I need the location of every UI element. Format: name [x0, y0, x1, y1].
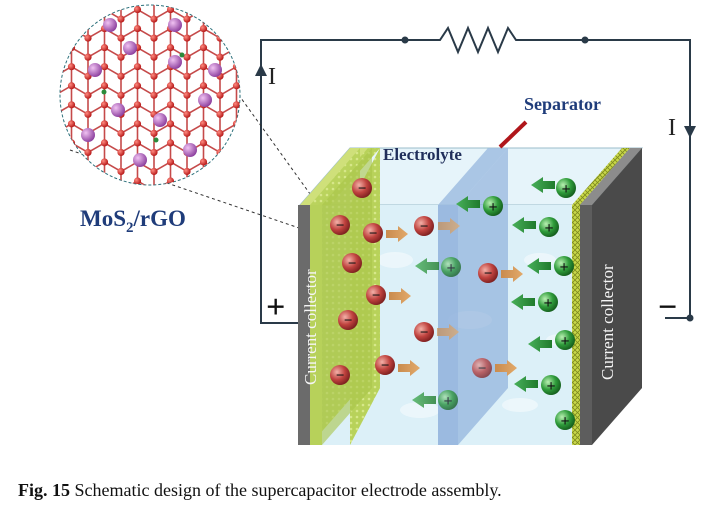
cation-group: + + + + + + + + + + — [438, 178, 576, 430]
svg-text:−: − — [336, 218, 345, 234]
supercapacitor-diagram: I I − − − − — [59, 4, 696, 445]
svg-text:+: + — [488, 199, 497, 216]
anion-icon: − — [414, 322, 434, 342]
current-label-right: I — [668, 115, 676, 141]
minus-terminal: − — [658, 289, 677, 326]
external-circuit — [260, 25, 691, 324]
anion-icon: − — [414, 216, 434, 236]
current-collector-label-left: Current collector — [301, 269, 320, 385]
anion-icon: − — [330, 365, 350, 385]
figure-caption: Fig. 15 Schematic design of the supercap… — [18, 480, 502, 501]
cation-icon: + — [554, 256, 574, 276]
nanostructure-image — [59, 4, 241, 186]
anion-icon: − — [478, 263, 498, 283]
cation-motion-arrows — [412, 177, 555, 408]
svg-text:−: − — [484, 266, 493, 282]
cation-icon: + — [555, 410, 575, 430]
svg-text:−: − — [358, 181, 367, 197]
anion-icon: − — [366, 285, 386, 305]
anion-icon: − — [330, 215, 350, 235]
svg-text:+: + — [443, 393, 452, 410]
svg-text:−: − — [420, 325, 429, 341]
plus-terminal: + — [266, 289, 285, 326]
svg-text:−: − — [336, 368, 345, 384]
anion-icon: − — [472, 358, 492, 378]
cation-icon: + — [539, 217, 559, 237]
electrolyte-label: Electrolyte — [383, 145, 462, 164]
cation-icon: + — [483, 196, 503, 216]
cation-icon: + — [541, 375, 561, 395]
anion-icon: − — [342, 253, 362, 273]
svg-text:−: − — [420, 219, 429, 235]
current-arrow-right-icon — [684, 115, 696, 138]
svg-text:−: − — [369, 226, 378, 242]
caption-text: Schematic design of the supercapacitor e… — [70, 480, 502, 500]
anion-icon: − — [363, 223, 383, 243]
svg-text:+: + — [560, 333, 569, 350]
svg-text:−: − — [348, 256, 357, 272]
cation-icon: + — [555, 330, 575, 350]
anion-icon: − — [338, 310, 358, 330]
svg-text:+: + — [544, 220, 553, 237]
current-collector-label-right: Current collector — [598, 264, 617, 380]
separator-pointer-icon — [498, 120, 528, 149]
svg-text:+: + — [560, 413, 569, 430]
current-arrow-left-icon — [255, 64, 267, 90]
material-label: MoS2/rGO — [80, 206, 186, 236]
separator-label: Separator — [524, 94, 601, 114]
resistor-icon — [405, 25, 525, 55]
figure-number: Fig. 15 — [18, 480, 70, 500]
svg-text:−: − — [372, 288, 381, 304]
anion-icon: − — [375, 355, 395, 375]
cation-icon: + — [556, 178, 576, 198]
svg-text:+: + — [561, 181, 570, 198]
svg-text:+: + — [543, 295, 552, 312]
cation-icon: + — [441, 257, 461, 277]
svg-text:−: − — [344, 313, 353, 329]
current-label-left: I — [268, 64, 276, 90]
anion-motion-arrows — [386, 218, 523, 376]
svg-text:−: − — [478, 361, 487, 377]
svg-text:+: + — [446, 260, 455, 277]
svg-text:+: + — [546, 378, 555, 395]
cation-icon: + — [438, 390, 458, 410]
svg-text:−: − — [381, 358, 390, 374]
cation-icon: + — [538, 292, 558, 312]
anion-icon: − — [352, 178, 372, 198]
svg-text:+: + — [559, 259, 568, 276]
anion-group: − − − − − − − − − − − − — [330, 178, 498, 385]
